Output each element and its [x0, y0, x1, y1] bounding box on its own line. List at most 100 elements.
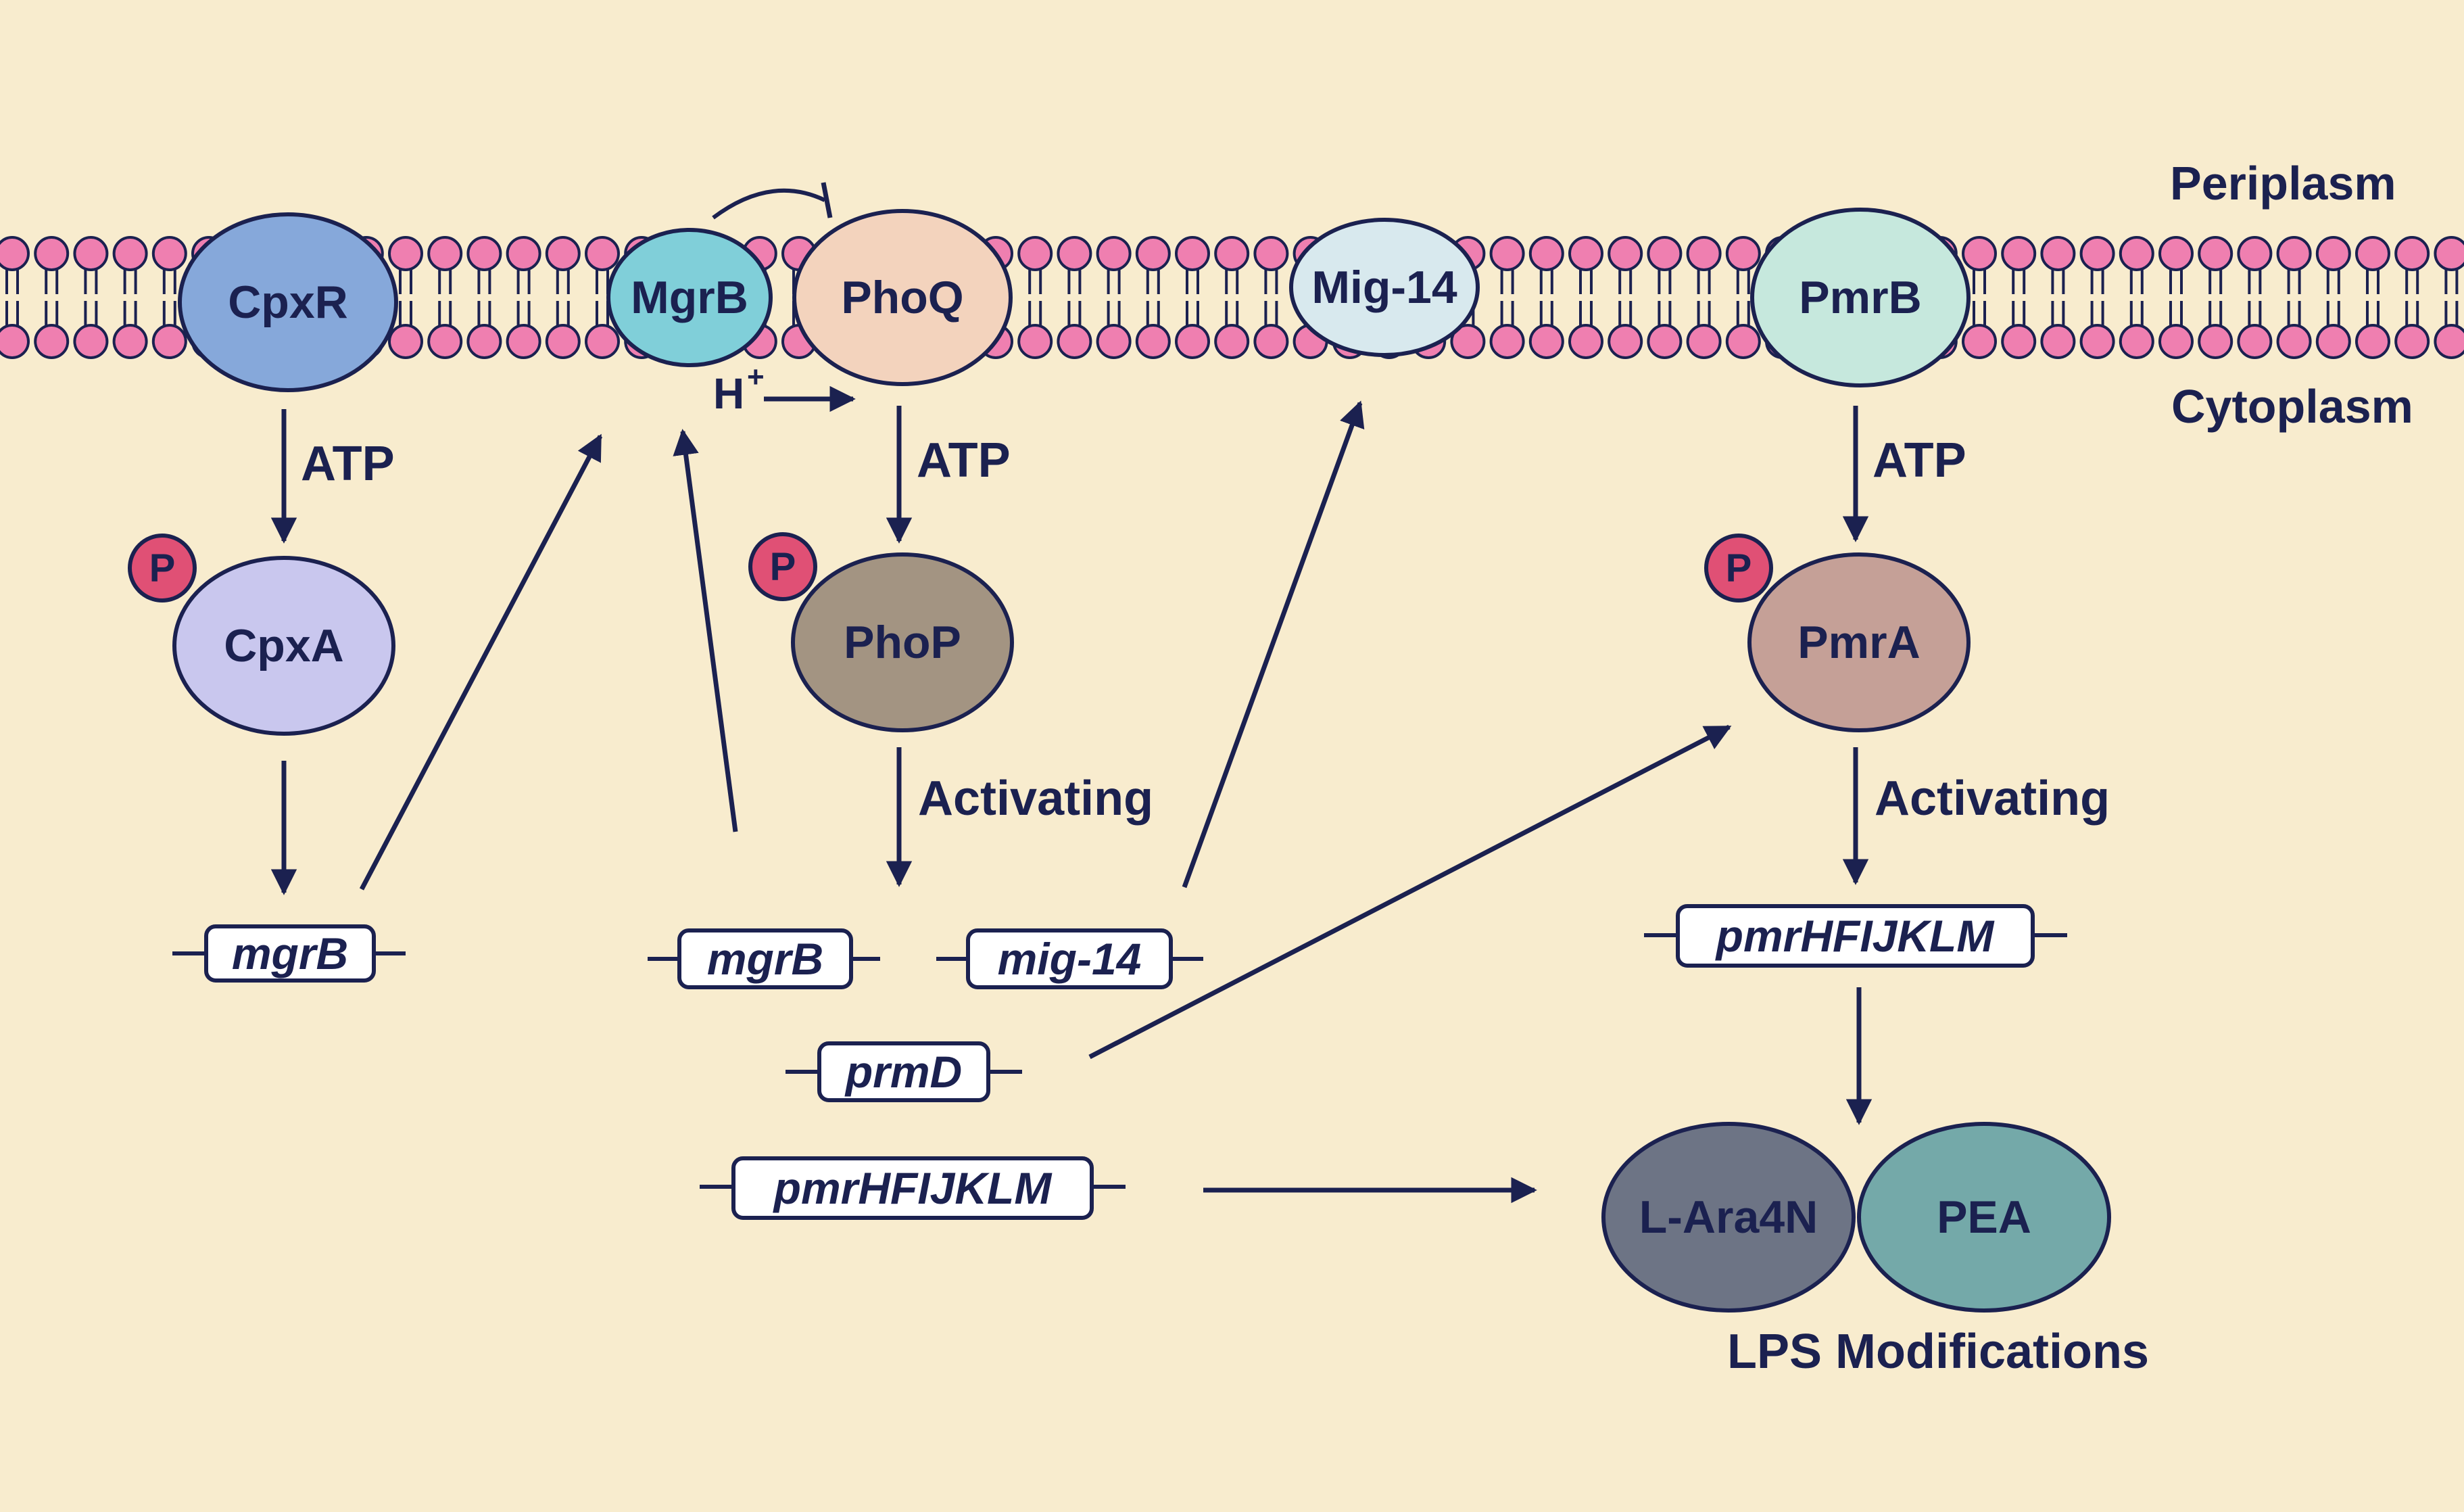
lipid-head — [1135, 324, 1171, 359]
lipid-head — [2237, 236, 2273, 271]
proton-charge: + — [747, 360, 765, 394]
lipid-head — [2315, 324, 2351, 359]
lipid-head — [1017, 236, 1053, 271]
phoq-protein: PhoQ — [792, 209, 1013, 386]
mig14-gene-to-mig14-arrow — [1182, 400, 1365, 889]
lipid-head — [545, 324, 581, 359]
pho-activating-label: Activating — [918, 772, 1153, 826]
lipid-head — [2198, 236, 2233, 271]
lipid-head — [34, 324, 70, 359]
pho-atp-label: ATP — [917, 433, 1011, 488]
pea-shape — [1857, 1122, 2111, 1313]
cytoplasm-label: Cytoplasm — [2171, 380, 2413, 433]
lipid-head — [1725, 236, 1761, 271]
lipid-head — [1608, 324, 1643, 359]
lipid-head — [1647, 236, 1683, 271]
lipid-head — [2434, 236, 2464, 271]
pmra-protein: PmrA — [1747, 552, 1971, 732]
pmra-shape — [1747, 552, 1971, 732]
cpxa-phospho-badge: P — [128, 534, 197, 603]
lipid-head — [466, 324, 502, 359]
lipid-head — [2158, 324, 2194, 359]
lipid-head — [1214, 324, 1250, 359]
gene-box — [817, 1041, 990, 1102]
phospho-label: P — [1726, 546, 1752, 590]
phospho-circle — [748, 532, 817, 601]
prmd-to-pmra-arrow — [1088, 724, 1732, 1060]
lipid-head — [1686, 236, 1722, 271]
pmrb-protein: PmrB — [1750, 208, 1971, 387]
lipid-head — [73, 324, 109, 359]
cpxa-shape — [172, 556, 395, 736]
lipid-head — [2001, 324, 2037, 359]
gene-prmd: prmD — [786, 1041, 1022, 1102]
lipid-head — [0, 236, 30, 271]
cpxa-protein: CpxA — [172, 556, 395, 736]
lipid-head — [1962, 236, 1997, 271]
lipid-head — [1175, 324, 1210, 359]
gene-mgrb-cpx: mgrB — [172, 924, 406, 983]
mgrb-label: MgrB — [631, 272, 748, 323]
periplasm-label: Periplasm — [2170, 157, 2396, 210]
lipid-head — [2119, 236, 2154, 271]
lipid-head — [1057, 236, 1092, 271]
gene-pmr-pho: pmrHFIJKLM — [700, 1156, 1126, 1220]
lipid-head — [1253, 324, 1289, 359]
mgrb-shape — [606, 228, 773, 367]
lipid-head — [1489, 324, 1525, 359]
lipid-head — [1017, 324, 1053, 359]
phop-shape — [791, 552, 1014, 732]
lipid-head — [1489, 236, 1525, 271]
phop-label: PhoP — [844, 617, 961, 668]
phospho-circle — [1704, 534, 1773, 603]
lipid-head — [2355, 324, 2390, 359]
proton-symbol: H — [713, 369, 744, 418]
pea-label: PEA — [1937, 1191, 2031, 1243]
lipid-head — [2001, 236, 2037, 271]
lipid-head — [2119, 324, 2154, 359]
lipid-head — [1057, 324, 1092, 359]
pmrb-label: PmrB — [1799, 272, 1921, 323]
gene-box — [204, 924, 376, 983]
cpxr-shape — [178, 212, 398, 392]
gene-mgrb-pho: mgrB — [648, 928, 880, 989]
lipid-head — [112, 324, 148, 359]
phoq-label: PhoQ — [841, 272, 963, 323]
lipid-head — [466, 236, 502, 271]
lipid-head — [1686, 324, 1722, 359]
mgrb-protein: MgrB — [606, 228, 773, 367]
inhibition-bar — [821, 182, 833, 218]
lipid-head — [1450, 324, 1486, 359]
cpxa-label: CpxA — [224, 620, 344, 671]
lipid-head — [2079, 236, 2115, 271]
gene-pmr-pmra: pmrHFIJKLM — [1644, 904, 2067, 968]
pmra-label: PmrA — [1797, 617, 1920, 668]
lipid-head — [2237, 324, 2273, 359]
phospho-label: P — [770, 545, 796, 589]
lipid-head — [1253, 236, 1289, 271]
gene-box — [677, 928, 853, 989]
lipid-head — [585, 324, 620, 359]
lps-modifications-label: LPS Modifications — [1727, 1325, 2149, 1379]
mig14-protein: Mig-14 — [1289, 218, 1480, 357]
lara4n-label: L-Ara4N — [1639, 1191, 1818, 1243]
gene-label: pmrHFIJKLM — [773, 1163, 1053, 1213]
mgrb-gene2-to-mgrb-arrow — [673, 429, 738, 832]
phop-protein: PhoP — [791, 552, 1014, 732]
gene-label: mgrB — [232, 928, 348, 978]
lipid-head — [2040, 236, 2076, 271]
lipid-head — [0, 324, 30, 359]
lipid-head — [1096, 324, 1132, 359]
cpxr-protein: CpxR — [178, 212, 398, 392]
gene-box — [731, 1156, 1094, 1220]
lipid-head — [2355, 236, 2390, 271]
phoq-shape — [792, 209, 1013, 386]
phospho-circle — [128, 534, 197, 603]
pmra-phospho-badge: P — [1704, 534, 1773, 603]
phop-phospho-badge: P — [748, 532, 817, 601]
lipid-head — [2079, 324, 2115, 359]
lipid-head — [2434, 324, 2464, 359]
cpx-atp-label: ATP — [301, 437, 395, 491]
lipid-head — [388, 236, 423, 271]
